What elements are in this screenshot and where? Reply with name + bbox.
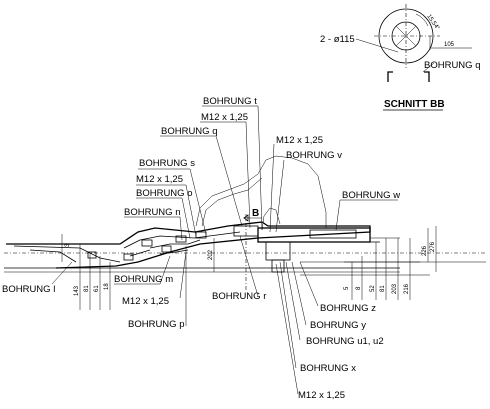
dim-81-left: 81 (84, 285, 90, 292)
dim-18: 18 (104, 283, 110, 290)
section-bb-view: 15,54° 105 2 - ø115 BOHRUNG q SCHNITT BB (320, 4, 480, 111)
dim-143: 143 (74, 285, 80, 296)
label-m12-bottom-left: M12 x 1,25 (122, 296, 169, 307)
section-angle-dim: 15,54° (425, 14, 440, 32)
section-bore-label: 2 - ø115 (320, 34, 355, 45)
label-bohrung-u: BOHRUNG u1, u2 (306, 336, 384, 347)
section-bore-name: BOHRUNG q (424, 60, 480, 71)
section-cut-mark-right (424, 71, 430, 82)
dim-61: 61 (94, 285, 100, 292)
label-bohrung-w: BOHRUNG w (342, 190, 400, 201)
label-m12-left: M12 x 1,25 (136, 174, 183, 185)
dim-202: 202 (208, 249, 214, 260)
section-cut-mark-left (387, 71, 393, 82)
label-section-mark: B (252, 208, 259, 219)
dim-276: 276 (430, 241, 436, 252)
dim-5: 5 (344, 286, 350, 290)
label-bohrung-l: BOHRUNG l (2, 284, 55, 295)
dim-8: 8 (356, 286, 362, 290)
label-bohrung-x: BOHRUNG x (300, 363, 356, 374)
dim-226: 226 (422, 245, 428, 256)
leader-lines (51, 105, 398, 395)
label-bohrung-v: BOHRUNG v (286, 150, 342, 161)
svg-text:3: 3 (65, 243, 71, 247)
label-bohrung-z: BOHRUNG z (320, 303, 376, 314)
dimensions: 3 143 81 61 18 202 5 8 52 81 203 216 226… (61, 226, 437, 310)
main-profile (4, 155, 486, 290)
left-body-outline (6, 221, 371, 269)
section-title: SCHNITT BB (384, 99, 445, 110)
dim-81-right: 81 (380, 285, 386, 292)
label-bohrung-q: BOHRUNG q (161, 126, 217, 137)
dim-216: 216 (404, 283, 410, 294)
label-m12-right: M12 x 1,25 (276, 135, 323, 146)
label-m12-bottom: M12 x 1,25 (298, 390, 345, 401)
label-bohrung-m: BOHRUNG m (114, 274, 173, 285)
label-bohrung-o: BOHRUNG o (136, 188, 192, 199)
label-bohrung-p: BOHRUNG p (128, 319, 184, 330)
section-width-dim: 105 (444, 42, 455, 48)
label-bohrung-s: BOHRUNG s (139, 158, 195, 169)
label-bohrung-n: BOHRUNG n (124, 207, 180, 218)
hump-outline (195, 155, 327, 228)
dim-52: 52 (370, 285, 376, 292)
label-bohrung-y: BOHRUNG y (310, 320, 366, 331)
dim-203: 203 (392, 283, 398, 294)
label-bohrung-t: BOHRUNG t (203, 96, 257, 107)
labels: BOHRUNG t M12 x 1,25 BOHRUNG q M12 x 1,2… (2, 96, 400, 401)
section-bb-circle (378, 8, 434, 64)
label-m12-top: M12 x 1,25 (201, 112, 248, 123)
label-bohrung-r: BOHRUNG r (212, 291, 266, 302)
